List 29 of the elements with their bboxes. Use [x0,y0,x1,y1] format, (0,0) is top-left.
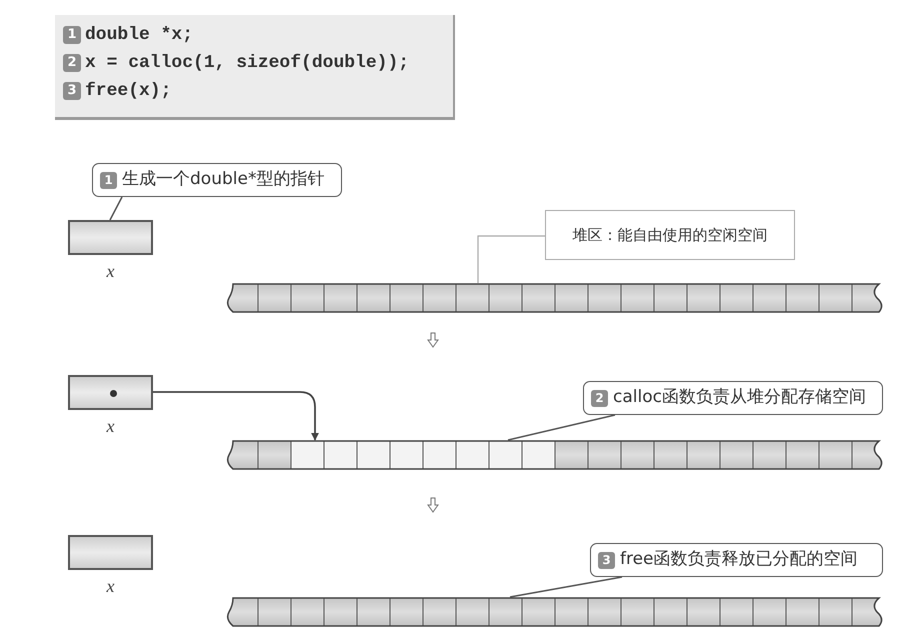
code-line: free(x); [85,80,172,103]
note-box [545,210,795,260]
pointer-variable-box [68,535,153,570]
leader-line [477,235,545,283]
callout-text: 生成一个double*型的指针 [122,168,324,192]
code-line: x = calloc(1, sizeof(double)); [85,52,410,75]
leader-line [508,414,616,441]
note-text: 堆区：能自由使用的空闲空间 [572,224,768,246]
leader-line [109,196,123,220]
speech-bubble [583,381,883,415]
step-number-badge: 3 [598,552,615,568]
speech-bubble [590,543,883,577]
pointer-variable-box [68,375,153,410]
step-number-badge: 2 [63,54,81,72]
variable-name: x [105,576,116,596]
variable-name: x [105,416,116,436]
leader-line [510,576,622,598]
code-block [55,15,455,120]
callout-text: calloc函数负责从堆分配存储空间 [613,386,866,410]
step-number-badge: 1 [100,172,117,188]
variable-name: x [105,261,116,281]
speech-bubble [92,163,342,197]
code-line: double *x; [85,24,194,47]
pointer-arrow [153,391,319,441]
step-number-badge: 3 [63,82,81,100]
step-number-badge: 1 [63,26,81,44]
step-number-badge: 2 [591,390,608,406]
callout-text: free函数负责释放已分配的空间 [620,548,858,572]
pointer-variable-box [68,220,153,255]
